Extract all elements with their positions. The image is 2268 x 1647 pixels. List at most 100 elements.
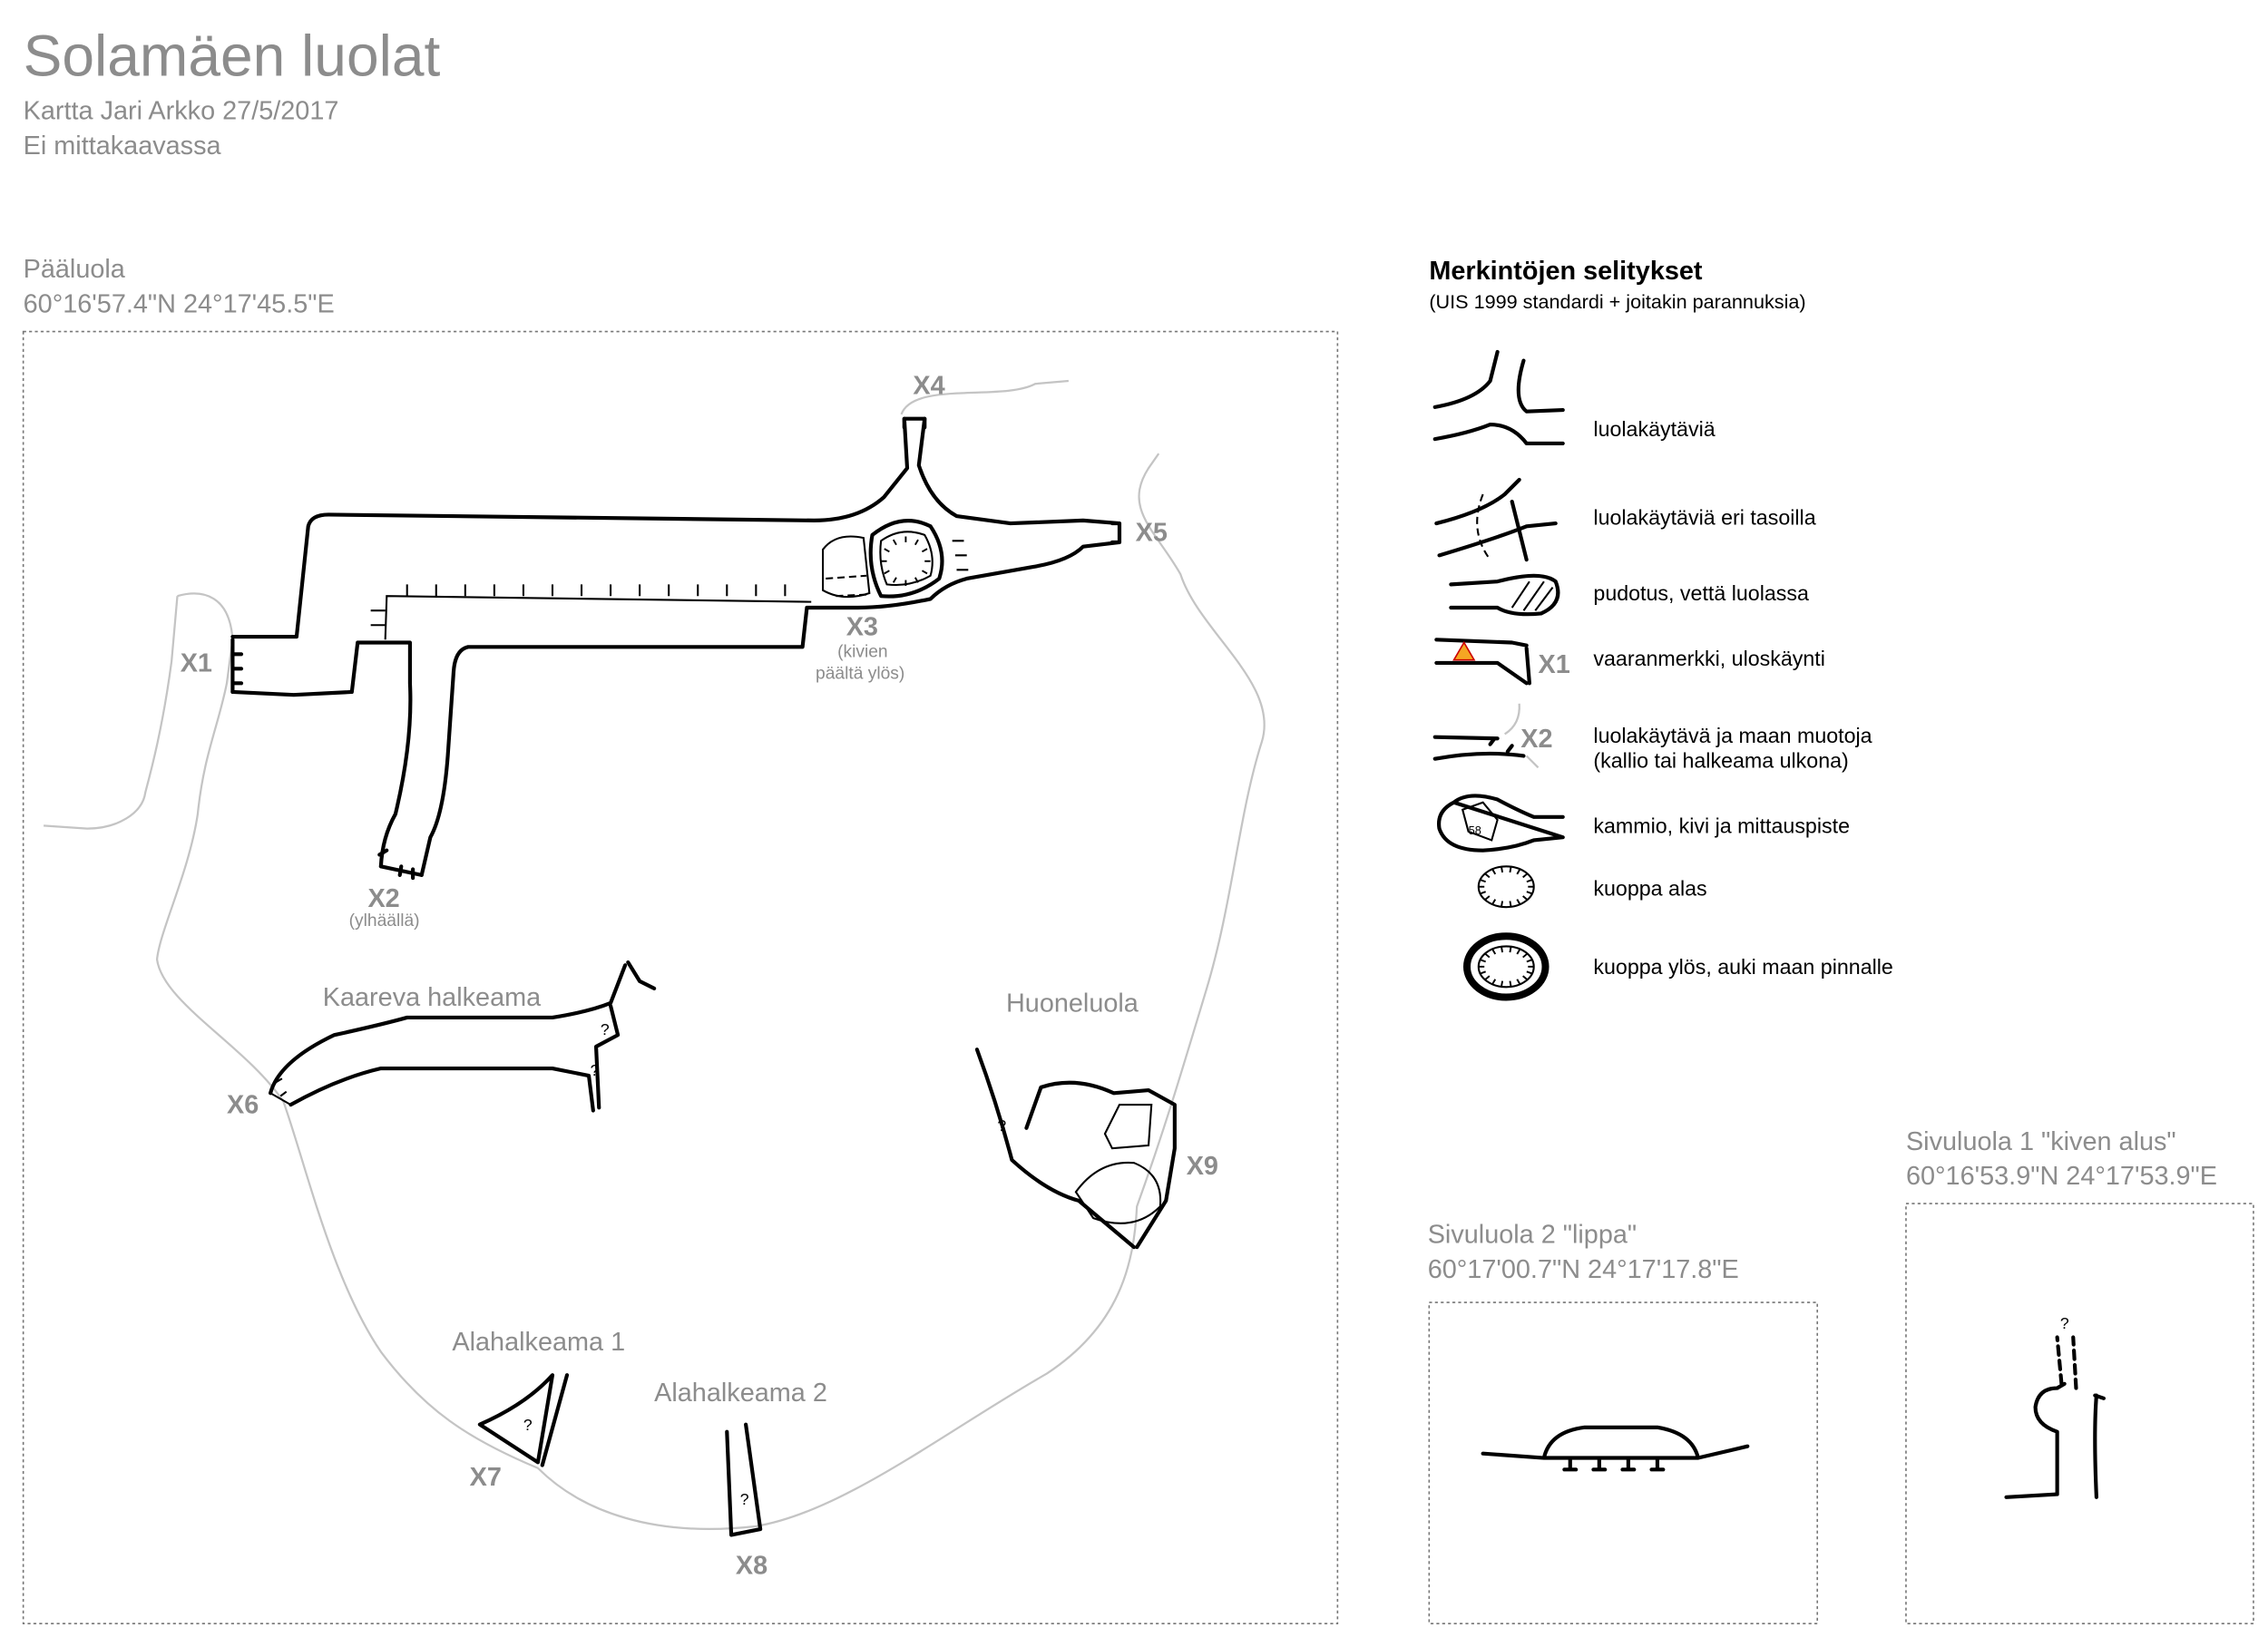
rock-in-chamber [1461, 801, 1499, 842]
pit-tick [1480, 891, 1486, 895]
exit-ticks-x2 [377, 848, 424, 881]
side-cave-2-frame [1428, 1301, 1819, 1625]
pit-tick [1491, 948, 1497, 955]
legend-exit-label: X2 [1520, 725, 1552, 754]
pit-tick [1480, 879, 1486, 883]
pit-tick [884, 570, 890, 575]
passage-wall [230, 416, 910, 639]
unknown-mark: ? [740, 1490, 749, 1508]
legend-label: vaaranmerkki, uloskäynti [1593, 647, 1825, 670]
pit-tick [884, 548, 890, 553]
pit-up-open-icon [1462, 932, 1549, 1001]
lower-level-dash [1476, 493, 1491, 560]
passage-wall [916, 416, 1122, 526]
surface-outline [155, 453, 1266, 1530]
ledge-ticks [370, 584, 787, 627]
pit-tick [921, 570, 928, 575]
entrance-note-x3-1: (kivien [837, 643, 888, 662]
feature-alahalkeama2: Alahalkeama 2 [654, 1379, 827, 1408]
entrance-label-x2: X2 [367, 884, 399, 913]
side-cave-2-panel: Sivuluola 2 "lippa" 60°17'00.7"N 24°17'1… [1428, 1220, 1819, 1625]
legend-label: kuoppa alas [1593, 876, 1706, 900]
pit-tick [1484, 872, 1491, 879]
pit-tick [1484, 975, 1491, 981]
side-cave-2-outline [1481, 1425, 1750, 1472]
side-cave-1-coords: 60°16'53.9"N 24°17'53.9"E [1906, 1162, 2217, 1191]
pit-tick [1480, 959, 1486, 963]
pit-up-inner [1477, 945, 1535, 989]
pit-tick [1516, 899, 1521, 905]
legend-subtitle: (UIS 1999 standardi + joitakin parannuks… [1429, 290, 1805, 313]
legend-exit-label: X1 [1539, 650, 1570, 679]
terrain-line [1504, 703, 1540, 769]
passage-terrain-icon [1432, 735, 1526, 761]
multilevel-passages-icon [1434, 477, 1558, 562]
pit-up-inner [879, 531, 934, 587]
pit-tick [1501, 901, 1504, 907]
pit-tick [1516, 868, 1521, 875]
huoneluola-rock [1074, 1104, 1162, 1224]
entrance-label-x8: X8 [736, 1552, 767, 1581]
entrance-label-x6: X6 [227, 1091, 259, 1120]
entrance-label-x4: X4 [913, 371, 944, 400]
feature-huoneluola: Huoneluola [1006, 989, 1139, 1018]
side-cave-1-outline [2004, 1381, 2106, 1499]
unknown-mark: ? [523, 1416, 533, 1434]
side-cave-2-coords: 60°17'00.7"N 24°17'17.8"E [1428, 1255, 1739, 1284]
pit-tick [1526, 970, 1533, 975]
entrance-label-x1: X1 [181, 649, 212, 678]
huoneluola-wall [974, 1048, 1177, 1250]
legend-label: pudotus, vettä luolassa [1593, 581, 1809, 605]
alahalkeama2-wall [725, 1422, 763, 1537]
passages-icon [1432, 349, 1565, 446]
rock [822, 535, 871, 599]
pit-tick [1526, 879, 1533, 883]
drop-ticks [952, 540, 969, 571]
surface-outline-north [900, 379, 1069, 415]
pit-tick [892, 539, 897, 546]
main-cave-frame [22, 330, 1339, 1625]
side-cave-1-name: Sivuluola 1 "kiven alus" [1906, 1127, 2176, 1156]
pit-tick [1501, 866, 1504, 873]
unknown-mark: ? [591, 1061, 600, 1079]
pit-tick [914, 577, 919, 583]
pit-tick [1491, 899, 1497, 905]
side-cave-1-frame [1905, 1203, 2254, 1625]
exit-ticks-x1 [230, 638, 244, 695]
station-number: 58 [1469, 824, 1481, 837]
unknown-mark: ? [2060, 1314, 2069, 1332]
warning-triangle-icon [1452, 640, 1476, 661]
water-hatch [1510, 580, 1554, 611]
drop-water-icon [1449, 573, 1560, 617]
main-cave-panel: X1 X2 (ylhäällä) X3 (kivien päältä ylös)… [22, 330, 1339, 1625]
legend-title: Merkintöjen selitykset [1429, 257, 1703, 286]
entrance-label-x3: X3 [846, 612, 878, 641]
unknown-mark: ? [997, 1116, 1006, 1135]
feature-kaareva: Kaareva halkeama [323, 983, 542, 1012]
pit-tick [892, 577, 897, 583]
pit-down-icon [1477, 865, 1535, 909]
legend-label: luolakäytäviä [1593, 417, 1715, 441]
main-cave-name: Pääluola [24, 255, 126, 284]
pit-tick [1484, 895, 1491, 901]
ledge-line [384, 595, 812, 640]
entrance-note-x3-2: päältä ylös) [816, 665, 904, 684]
warning-exit-icon [1434, 638, 1531, 686]
side-cave-2-name: Sivuluola 2 "lippa" [1428, 1220, 1637, 1249]
pit-tick [1516, 948, 1521, 955]
map-title: Solamäen luolat [24, 23, 441, 88]
pit-tick [1522, 872, 1529, 879]
legend-label-2: (kallio tai halkeama ulkona) [1593, 748, 1848, 772]
side-cave-1-panel: Sivuluola 1 "kiven alus" 60°16'53.9"N 24… [1905, 1127, 2254, 1625]
entrance-label-x9: X9 [1187, 1152, 1218, 1181]
entrance-note-x2: (ylhäällä) [349, 911, 420, 931]
passage-wall [419, 540, 1122, 877]
pit-tick [1491, 979, 1497, 985]
pit-tick [1491, 868, 1497, 875]
chamber-rock-station-icon [1437, 794, 1565, 853]
rock-dashed [826, 574, 867, 598]
pit-up-chamber [868, 519, 944, 599]
legend-label: kuoppa ylös, auki maan pinnalle [1593, 955, 1892, 979]
legend: Merkintöjen selitykset (UIS 1999 standar… [1429, 257, 1893, 1001]
